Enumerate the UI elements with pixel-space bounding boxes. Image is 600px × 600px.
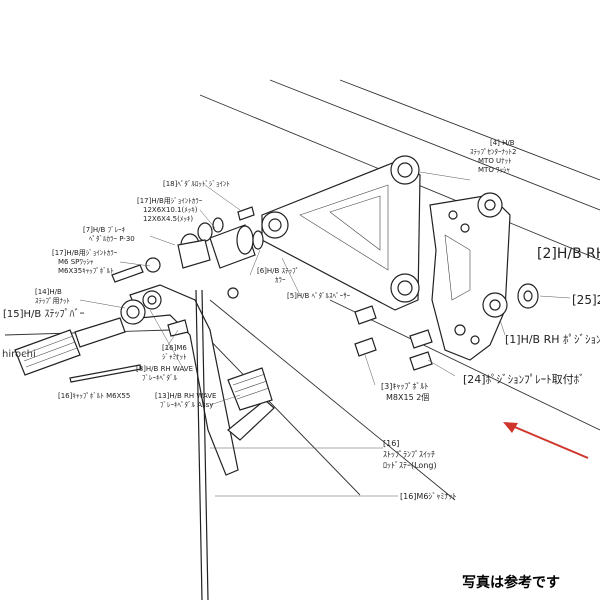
pivot-parts: [69, 206, 264, 383]
label-4-line2: ｽﾃｯﾌﾟｾﾝﾀｰﾅｯﾄ2: [470, 148, 516, 156]
pedal-tip: [227, 367, 273, 411]
part-labels: [18]ﾍﾟﾀﾞﾙﾛｯﾄﾞｼﾞｮｲﾝﾄ [17]H/B用ｼﾞｮｲﾝﾄｶﾗｰ 12…: [3, 139, 600, 501]
label-13-line2: ﾌﾞﾚｰｷﾍﾟﾀﾞﾙ Assy: [160, 401, 213, 409]
hanger-bracket: [261, 155, 421, 311]
reference-note: 写真は参考です: [462, 574, 560, 591]
collar-25: [517, 283, 539, 309]
label-17b-line1: [17]H/B用ｼﾞｮｲﾝﾄｶﾗｰ: [52, 249, 118, 257]
label-3-line2: M8X15 2個: [386, 392, 429, 402]
label-16s-line2: ｽﾄｯﾌﾟﾗﾝﾌﾟｽｲｯﾁ: [383, 450, 435, 459]
step-bar: [14, 317, 126, 376]
label-17a-line1: [17]H/B用ｼﾞｮｲﾝﾄｶﾗｰ: [137, 197, 203, 205]
label-6-line1: [6]H/B ｽﾃｯﾌﾟ: [257, 267, 299, 275]
label-16s-line1: [16]: [383, 439, 399, 448]
label-4-line1: [4] H/B: [490, 139, 515, 147]
lower-leaders: [210, 447, 398, 497]
label-25: [25]2: [572, 293, 600, 307]
label-16c: [16]ｷｬｯﾌﾟﾎﾞﾙﾄ M6X55: [58, 392, 130, 400]
brake-pedal: [129, 284, 275, 476]
label-17b-line2: M6 SPﾜｯｼｬ: [58, 258, 93, 266]
label-18: [18]ﾍﾟﾀﾞﾙﾛｯﾄﾞｼﾞｮｲﾝﾄ: [163, 180, 230, 188]
label-5: [5]H/B ﾍﾟﾀﾞﾙｽﾍﾟｰｻｰ: [287, 292, 351, 300]
label-13-line1: [13]H/B RH WAVE: [155, 392, 216, 400]
leader-lines: [79, 171, 571, 406]
label-17a-line2: 12X6X10.1(ﾒｯｷ): [143, 206, 198, 214]
label-3-line1: [3]ｷｬｯﾌﾟﾎﾞﾙﾄ: [381, 382, 428, 391]
label-4-line3: MTO Uﾅｯﾄ: [478, 157, 512, 165]
label-16m-line2: ｼﾞｬﾐﾅｯﾄ: [162, 353, 187, 361]
label-2: [2]H/B RH: [537, 246, 600, 262]
label-14-line2: ｽﾃｯﾌﾟ用ﾅｯﾄ: [35, 297, 70, 305]
label-8-line1: [8]H/B RH WAVE: [136, 365, 193, 373]
label-17a-line3: 12X6X4.5(ﾒｯｷ): [143, 215, 193, 223]
red-arrow: [503, 422, 589, 459]
watermark: hirochi: [2, 349, 36, 360]
position-plate: [429, 192, 511, 361]
label-8-line2: ﾌﾞﾚｰｷﾍﾟﾀﾞﾙ: [142, 374, 177, 382]
step-nut: [120, 299, 146, 325]
construction-lines: [4, 79, 600, 501]
label-16s-line3: ﾛｯﾄﾞｽﾃｰ(Long): [383, 461, 437, 470]
label-4-line4: MTO ﾜｯｼｬ: [478, 166, 510, 174]
label-24: [24]ﾎﾟｼﾞｼｮﾝﾌﾟﾚｰﾄ取付ﾎﾞ: [463, 373, 585, 386]
stop-lamp-rod: [195, 289, 209, 600]
label-14-line1: [14]H/B: [35, 288, 62, 296]
label-7-line2: ﾍﾟﾀﾞﾙｶﾗｰ P-30: [89, 235, 135, 243]
label-17b-line3: M6X35ｷｬｯﾌﾟﾎﾞﾙﾄ: [58, 267, 114, 275]
label-1: [1]H/B RH ﾎﾟｼﾞｼｮﾝﾌﾟ: [505, 333, 600, 346]
label-16m-line1: [16]M6: [162, 344, 187, 352]
label-7-line1: [7]H/B ﾌﾞﾚｰｷ: [83, 226, 126, 234]
label-6-line2: ｶﾗｰ: [275, 276, 286, 284]
mounting-bolts: [354, 305, 433, 371]
label-16n: [16]M6ｼﾞｬﾐﾅｯﾄ: [400, 492, 456, 501]
label-15: [15]H/B ｽﾃｯﾌﾟﾊﾞｰ: [3, 308, 84, 320]
